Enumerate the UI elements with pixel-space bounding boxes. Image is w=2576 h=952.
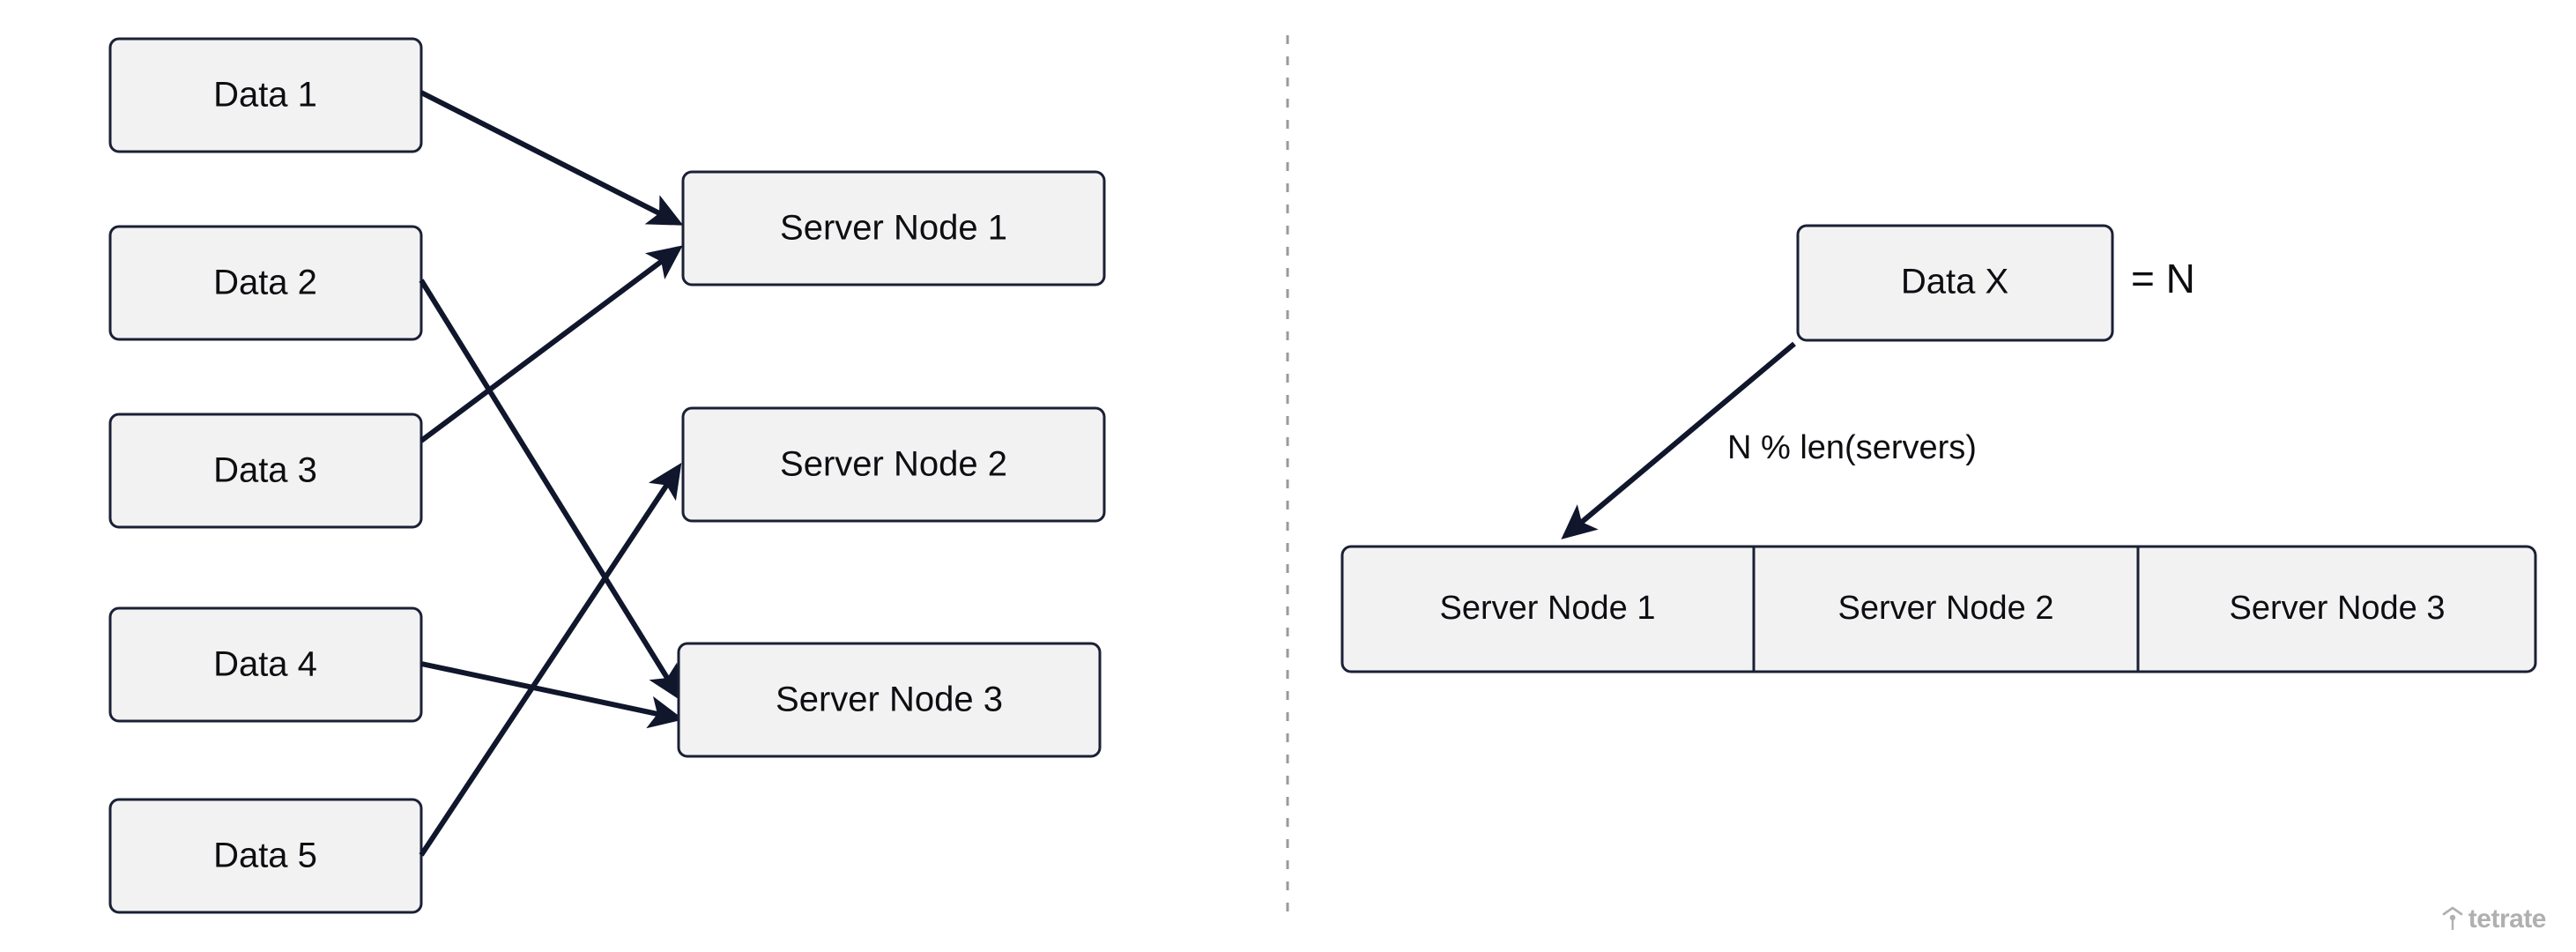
server-ring-cell-3-label[interactable]: Server Node 3 [2229, 590, 2445, 627]
data-node-3[interactable]: Data 3 [108, 413, 423, 529]
server-ring-cell-1-label[interactable]: Server Node 1 [1439, 590, 1655, 627]
data-node-3-label: Data 3 [213, 451, 317, 490]
data-node-1[interactable]: Data 1 [108, 37, 423, 153]
right-panel-data-node[interactable]: Data X [1796, 224, 2114, 342]
server-ring: Server Node 1 Server Node 2 Server Node … [1340, 545, 2537, 673]
brand-name: tetrate [2468, 904, 2547, 933]
server-node-2-box[interactable] [681, 406, 1106, 523]
data-node-2-label: Data 2 [213, 264, 317, 302]
left-panel-edges [419, 90, 684, 857]
left-panel-server-nodes: Server Node 1 Server Node 2 Server Node … [677, 170, 1106, 758]
edge-data1-to-server1 [419, 90, 684, 226]
modulo-expression-label: N % len(servers) [1727, 429, 1977, 466]
data-node-5[interactable]: Data 5 [108, 798, 423, 914]
tetrate-arrow-icon [2442, 906, 2463, 930]
data-node-1-label: Data 1 [213, 76, 317, 115]
data-node-4[interactable]: Data 4 [108, 606, 423, 723]
data-x-box[interactable] [1796, 224, 2114, 342]
server-node-3-box[interactable] [677, 642, 1102, 758]
server-node-1-label: Server Node 1 [780, 209, 1007, 248]
server-node-1[interactable]: Server Node 1 [681, 170, 1106, 286]
data-node-5-label: Data 5 [213, 837, 317, 875]
server-node-3[interactable]: Server Node 3 [677, 642, 1102, 758]
server-node-3-label: Server Node 3 [776, 681, 1003, 719]
server-ring-box [1340, 545, 2537, 673]
edge-datax-to-server-ring [1561, 341, 1796, 539]
equals-n-label: = N [2131, 256, 2195, 301]
data-node-2[interactable]: Data 2 [108, 225, 423, 341]
edge-data3-to-server1 [419, 245, 683, 443]
server-ring-cell-2-label[interactable]: Server Node 2 [1837, 590, 2053, 627]
server-node-1-box[interactable] [681, 170, 1106, 286]
data-node-4-label: Data 4 [213, 645, 317, 684]
data-node-5-box[interactable] [108, 798, 423, 914]
edge-data5-to-server2 [419, 463, 682, 857]
edge-data4-to-server3 [420, 661, 684, 729]
data-x-label: Data X [1901, 263, 2008, 301]
server-node-2[interactable]: Server Node 2 [681, 406, 1106, 523]
data-node-3-box[interactable] [108, 413, 423, 529]
left-panel-data-nodes: Data 1 Data 2 Data 3 Data 4 Data 5 [108, 37, 423, 914]
server-node-2-label: Server Node 2 [780, 445, 1007, 484]
edge-data2-to-server3 [419, 279, 682, 702]
brand-watermark: tetrate [2442, 904, 2547, 933]
